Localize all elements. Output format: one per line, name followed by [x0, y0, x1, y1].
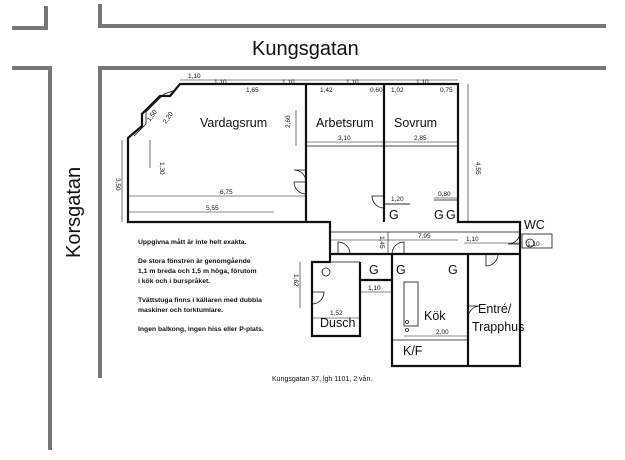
dim-window-7: 0,60 [370, 87, 383, 94]
note-line: Ingen balkong, ingen hiss eller P-plats. [138, 326, 264, 333]
dim-hall-h: 1,45 [378, 236, 385, 249]
dim-dusch-h: 1,62 [292, 274, 299, 287]
stove-dot-icon [405, 328, 409, 332]
street-korsgatan: Korsgatan [63, 167, 85, 258]
room-kok: Kök [424, 309, 446, 323]
dim-g-w2: 0,80 [438, 191, 451, 198]
road-second-v [98, 66, 102, 378]
room-dusch: Dusch [320, 316, 355, 330]
dim-left-1: 1,30 [158, 162, 165, 175]
wc-bench [521, 233, 553, 249]
kitchen-counter [403, 281, 419, 327]
shower-drain-icon [321, 267, 331, 277]
closet-mark: G [389, 208, 399, 222]
room-arbetsrum: Arbetsrum [316, 116, 374, 130]
dim-wc-w: 1,10 [527, 241, 540, 248]
note-line: 1,1 m breda och 1,5 m höga, förutom [138, 268, 257, 275]
fixtures [321, 233, 553, 332]
dim-window-2: 1,10 [214, 79, 227, 86]
street-kungsgatan: Kungsgatan [252, 38, 359, 60]
dim-window-4: 1,10 [282, 79, 295, 86]
closet-marks: G G G G G G [369, 208, 458, 277]
dim-arb-w: 3,10 [338, 135, 351, 142]
dim-kok-w: 2,00 [436, 329, 449, 336]
room-kf: K/F [403, 344, 423, 358]
closet-mark: G [369, 263, 379, 277]
closet-mark: G [396, 263, 406, 277]
note-line: i kök och i burspråket. [138, 277, 210, 285]
dim-g-w1: 1,20 [391, 196, 404, 203]
dim-right-h: 4,55 [474, 162, 481, 175]
closet-mark: G [446, 208, 456, 222]
dim-bay-2: 2,20 [162, 110, 175, 125]
dim-sov-w: 2,85 [414, 135, 427, 142]
outer-walls [126, 82, 522, 368]
doors [293, 169, 521, 319]
room-entre-line2: Trapphus [472, 320, 524, 334]
room-sovrum: Sovrum [394, 116, 437, 130]
road-left-v [48, 66, 52, 450]
dim-window-1: 1,10 [188, 73, 201, 80]
notes: Uppgivna mått är inte helt exakta. De st… [138, 238, 264, 333]
note-line: maskiner och torktumlare. [138, 307, 223, 314]
dim-hall-w: 7,95 [418, 233, 431, 240]
dim-window-3: 1,65 [246, 87, 259, 94]
note-line: De stora fönstren är genomgående [138, 257, 251, 265]
dim-dusch-w1: 1,10 [368, 285, 381, 292]
dimension-lines [121, 79, 520, 337]
stove-dot-icon-2 [405, 320, 409, 324]
road-left-h [12, 66, 52, 70]
dim-left-2: 3,50 [114, 178, 121, 191]
road-top-left-h [12, 26, 48, 30]
room-entre-line1: Entré/ [478, 302, 512, 316]
plan-caption: Kungsgatan 37, lgh 1101, 2 vån. [272, 375, 372, 383]
room-wc: WC [524, 218, 545, 232]
dim-window-9: 1,10 [416, 79, 429, 86]
road-second-h [100, 66, 606, 70]
dim-dusch-w2: 1,52 [330, 310, 343, 317]
closet-mark: G [434, 208, 444, 222]
dim-window-5: 1,42 [320, 87, 333, 94]
note-line: Uppgivna mått är inte helt exakta. [138, 238, 247, 246]
dim-window-8: 1,02 [391, 87, 404, 94]
dim-hall-r: 1,10 [466, 236, 479, 243]
room-vardagsrum: Vardagsrum [200, 116, 267, 130]
dim-window-6: 1,10 [346, 79, 359, 86]
dim-vard-w1: 6,75 [220, 189, 233, 196]
room-labels: Vardagsrum Arbetsrum Sovrum WC Kök Dusch… [200, 116, 545, 358]
road-top-left-v [44, 6, 48, 30]
road-top-v [98, 4, 102, 28]
note-line: Tvättstuga finns i källaren med dubbla [138, 297, 262, 304]
dim-window-10: 0,75 [440, 87, 453, 94]
dim-vard-w2: 5,55 [206, 205, 219, 212]
wc-toilet-icon [525, 238, 535, 248]
streets [12, 4, 606, 450]
road-top-h [100, 24, 606, 28]
closet-mark: G [448, 263, 458, 277]
dim-vard-depth: 2,60 [285, 115, 292, 128]
